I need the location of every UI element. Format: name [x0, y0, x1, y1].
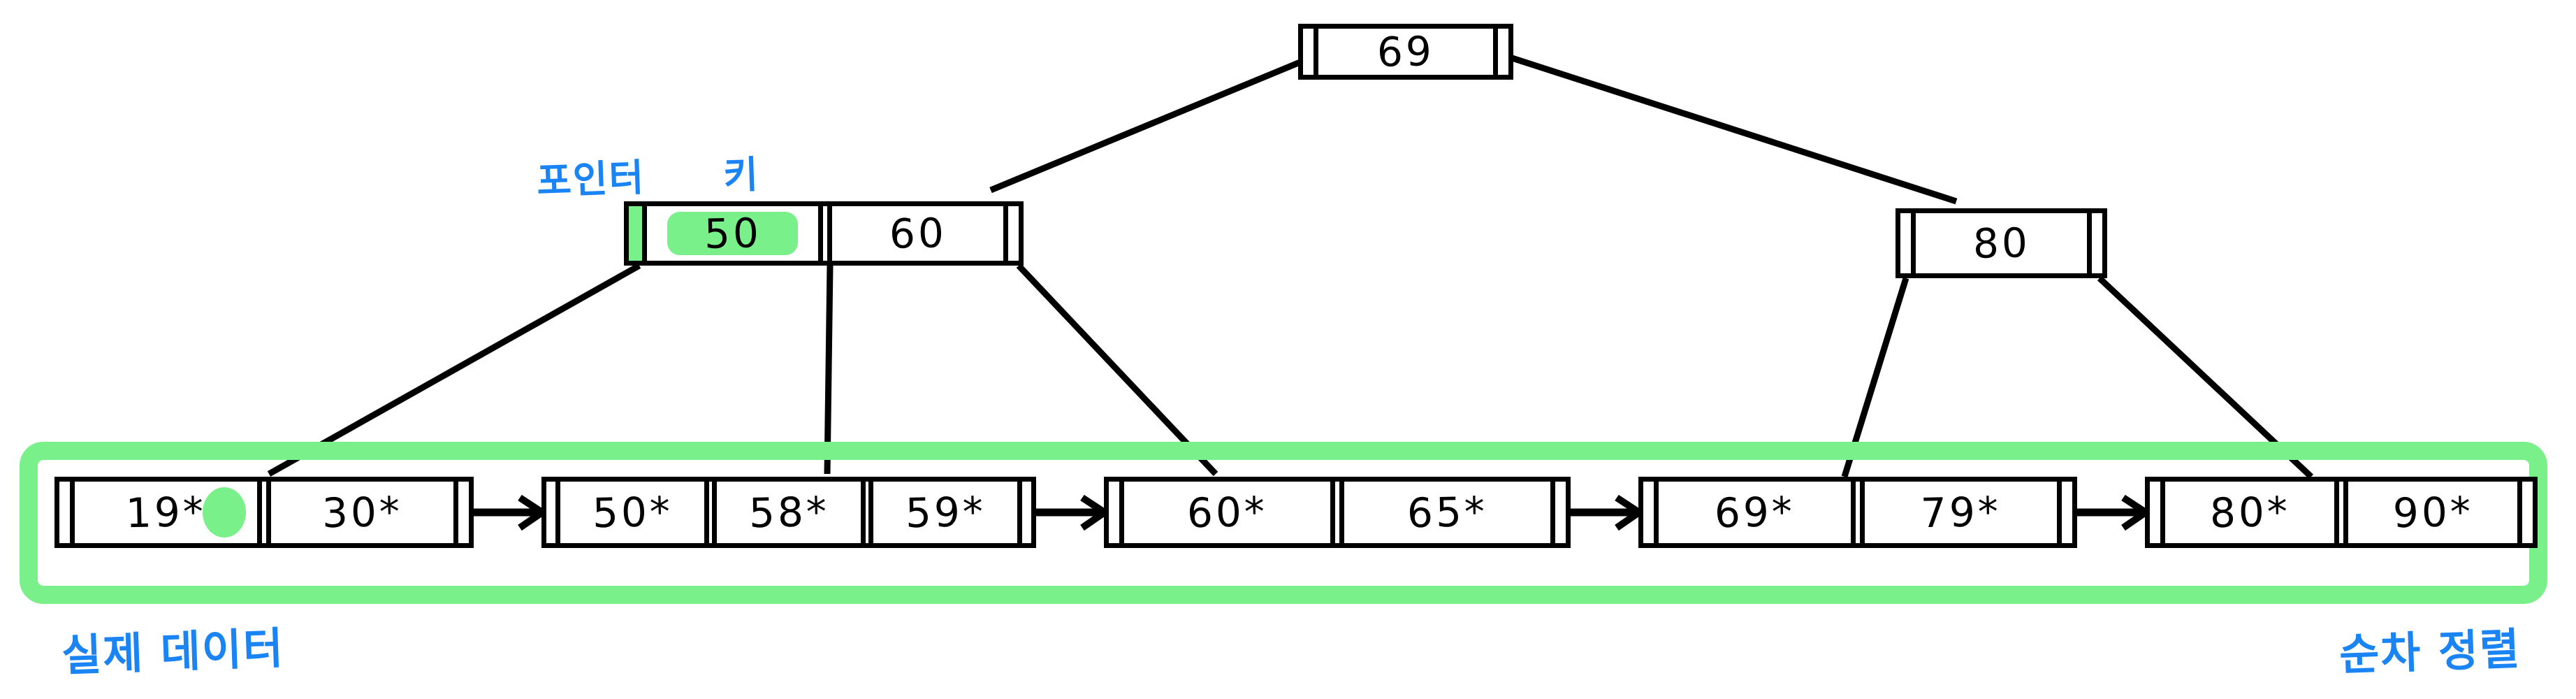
leaf1-pointer-1[interactable] — [257, 482, 271, 543]
leaf3-pointer-0[interactable] — [1109, 482, 1124, 543]
leaf5-entry-cell-1[interactable]: 90* — [2348, 482, 2517, 543]
edge-root-to-right-internal — [1491, 48, 1958, 205]
annotation-sequential-order-label: 순차 정렬 — [2338, 623, 2522, 681]
internal-right-pointer-1[interactable] — [2087, 213, 2102, 273]
leaf2-entry-cell-1[interactable]: 58* — [717, 482, 861, 543]
leaf3-entry-1: 65* — [1406, 487, 1488, 538]
leaf3-pointer-2[interactable] — [1550, 482, 1566, 543]
annotation-key-label: 키 — [722, 152, 760, 198]
root-node[interactable]: 69 — [1298, 24, 1513, 80]
internal-node-left[interactable]: 50 60 — [624, 201, 1024, 266]
root-pointer-0[interactable] — [1303, 29, 1318, 75]
leaf4-entry-1: 79* — [1920, 487, 2002, 538]
leaf4-entry-0: 69* — [1714, 487, 1796, 538]
leaf4-pointer-0[interactable] — [1643, 482, 1659, 543]
actual-data-highlight-frame — [20, 442, 2547, 604]
root-pointer-1[interactable] — [1493, 29, 1508, 75]
leaf1-entry-1: 30* — [321, 487, 403, 538]
leaf4-entry-cell-0[interactable]: 69* — [1659, 482, 1851, 543]
root-key-cell-0[interactable]: 69 — [1318, 27, 1493, 76]
leaf3-entry-cell-1[interactable]: 65* — [1344, 482, 1550, 543]
leaf2-pointer-0[interactable] — [546, 482, 560, 543]
leaf4-pointer-2[interactable] — [2057, 482, 2072, 543]
key-highlight — [667, 211, 798, 256]
leaf1-entry-0: 19* — [125, 487, 207, 538]
leaf2-pointer-1[interactable] — [704, 482, 717, 543]
leaf3-entry-cell-0[interactable]: 60* — [1124, 482, 1330, 543]
internal-left-pointer-1[interactable] — [818, 206, 832, 261]
leaf2-pointer-3[interactable] — [1017, 482, 1031, 543]
leaf1-entry-cell-1[interactable]: 30* — [271, 482, 453, 543]
internal-left-key-cell-0[interactable]: 50 — [647, 206, 818, 261]
leaf1-pointer-0[interactable] — [59, 482, 75, 543]
leaf5-pointer-0[interactable] — [2150, 482, 2165, 543]
leaf2-pointer-2[interactable] — [861, 482, 873, 543]
leaf2-entry-cell-2[interactable]: 59* — [873, 482, 1017, 543]
leaf5-pointer-2[interactable] — [2517, 482, 2533, 543]
internal-left-key-1: 60 — [888, 209, 947, 258]
internal-right-key-cell-0[interactable]: 80 — [1916, 213, 2087, 273]
leaf5-entry-1: 90* — [2392, 487, 2474, 538]
internal-left-key-0: 50 — [703, 209, 762, 258]
leaf5-entry-cell-0[interactable]: 80* — [2165, 482, 2334, 543]
edge-root-to-left-internal — [989, 48, 1327, 194]
leaf2-entry-1: 58* — [748, 487, 830, 538]
leaf2-entry-cell-0[interactable]: 50* — [560, 482, 704, 543]
leaf1-pointer-2[interactable] — [453, 482, 469, 543]
annotation-actual-data-label: 실제 데이터 — [61, 622, 286, 682]
leaf5-entry-0: 80* — [2208, 487, 2291, 538]
leaf-node-5[interactable]: 80* 90* — [2145, 477, 2538, 548]
data-entry-highlight — [203, 487, 246, 538]
leaf4-entry-cell-1[interactable]: 79* — [1865, 482, 2057, 543]
internal-node-right[interactable]: 80 — [1895, 208, 2107, 278]
leaf2-entry-2: 59* — [904, 487, 987, 538]
leaf4-pointer-1[interactable] — [1851, 482, 1865, 543]
internal-left-key-cell-1[interactable]: 60 — [832, 206, 1003, 261]
leaf-node-3[interactable]: 60* 65* — [1104, 477, 1571, 548]
internal-right-key-0: 80 — [1972, 219, 2031, 268]
leaf-node-1[interactable]: 19* 30* — [54, 477, 474, 548]
leaf-node-4[interactable]: 69* 79* — [1638, 477, 2077, 548]
internal-left-pointer-2[interactable] — [1003, 206, 1019, 261]
internal-left-pointer-0[interactable] — [629, 206, 647, 261]
root-key-0: 69 — [1376, 27, 1435, 76]
leaf-node-2[interactable]: 50* 58* 59* — [541, 477, 1036, 548]
annotation-pointer-label: 포인터 — [536, 155, 646, 203]
leaf2-entry-0: 50* — [591, 487, 674, 538]
leaf1-entry-cell-0[interactable]: 19* — [75, 482, 257, 543]
leaf5-pointer-1[interactable] — [2334, 482, 2348, 543]
internal-right-pointer-0[interactable] — [1900, 213, 1916, 273]
leaf3-pointer-1[interactable] — [1330, 482, 1344, 543]
leaf3-entry-0: 60* — [1186, 487, 1268, 538]
